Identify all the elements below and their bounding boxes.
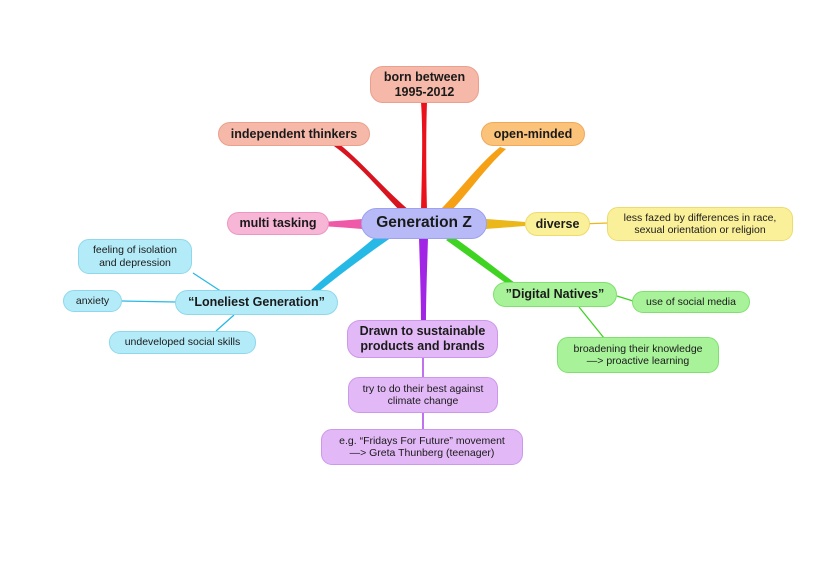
topic-open-minded[interactable]: open-minded [481,122,585,146]
topic-sustainable-brands[interactable]: Drawn to sustainable products and brands [347,320,498,358]
link-born [421,102,427,210]
topic-born-between[interactable]: born between 1995-2012 [370,66,479,103]
link-multitasking [320,219,362,229]
link-isolation [192,272,223,293]
topic-loneliest-generation[interactable]: “Loneliest Generation” [175,290,338,315]
link-independent [331,143,409,211]
link-open [440,147,506,212]
subtopic-social-media[interactable]: use of social media [632,291,750,313]
link-loneliest [310,233,392,293]
link-knowledge [578,306,605,339]
link-anxiety [121,300,177,303]
topic-diverse[interactable]: diverse [525,212,590,236]
topic-independent-thinkers[interactable]: independent thinkers [218,122,370,146]
subtopic-anxiety[interactable]: anxiety [63,290,122,312]
link-digital [446,236,515,286]
subtopic-climate-change[interactable]: try to do their best against climate cha… [348,377,498,413]
center-topic-generation-z[interactable]: Generation Z [361,208,487,239]
subtopic-fridays-for-future[interactable]: e.g. “Fridays For Future” movement —> Gr… [321,429,523,465]
topic-digital-natives[interactable]: ”Digital Natives” [493,282,617,307]
link-social-media [616,295,634,302]
topic-multi-tasking[interactable]: multi tasking [227,212,329,235]
subtopic-diverse-detail[interactable]: less fazed by differences in race, sexua… [607,207,793,241]
subtopic-broadening-knowledge[interactable]: broadening their knowledge —> proactive … [557,337,719,373]
subtopic-social-skills[interactable]: undeveloped social skills [109,331,256,354]
link-social-skills [215,314,235,332]
subtopic-isolation-depression[interactable]: feeling of isolation and depression [78,239,192,274]
link-sustainable [419,238,428,321]
link-diverse [486,219,525,229]
